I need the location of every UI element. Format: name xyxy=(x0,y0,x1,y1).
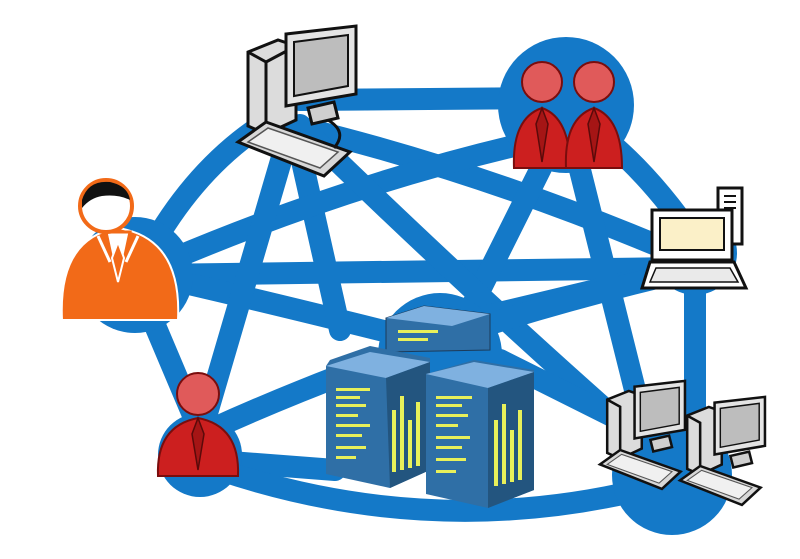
server-back xyxy=(385,305,491,353)
desktop-computer-icon xyxy=(234,24,358,178)
user-icon xyxy=(156,372,240,477)
desktop-computers-icon xyxy=(597,379,767,507)
server-cluster-icon xyxy=(326,305,534,508)
link-userbottom-desktop xyxy=(194,119,301,431)
laptop-icon xyxy=(639,186,749,290)
link-desktop-laptop xyxy=(279,114,691,266)
server-right xyxy=(426,360,534,508)
server-left xyxy=(326,346,430,488)
user-right-figure xyxy=(564,61,624,169)
link-workstations-userbottom xyxy=(209,459,651,522)
user-left-figure xyxy=(512,61,572,169)
link-group-workstations xyxy=(564,139,651,421)
user-group-icon xyxy=(512,61,624,169)
workstation-right xyxy=(677,395,767,507)
workstation-left xyxy=(597,379,687,491)
admin-user-icon xyxy=(60,178,180,321)
